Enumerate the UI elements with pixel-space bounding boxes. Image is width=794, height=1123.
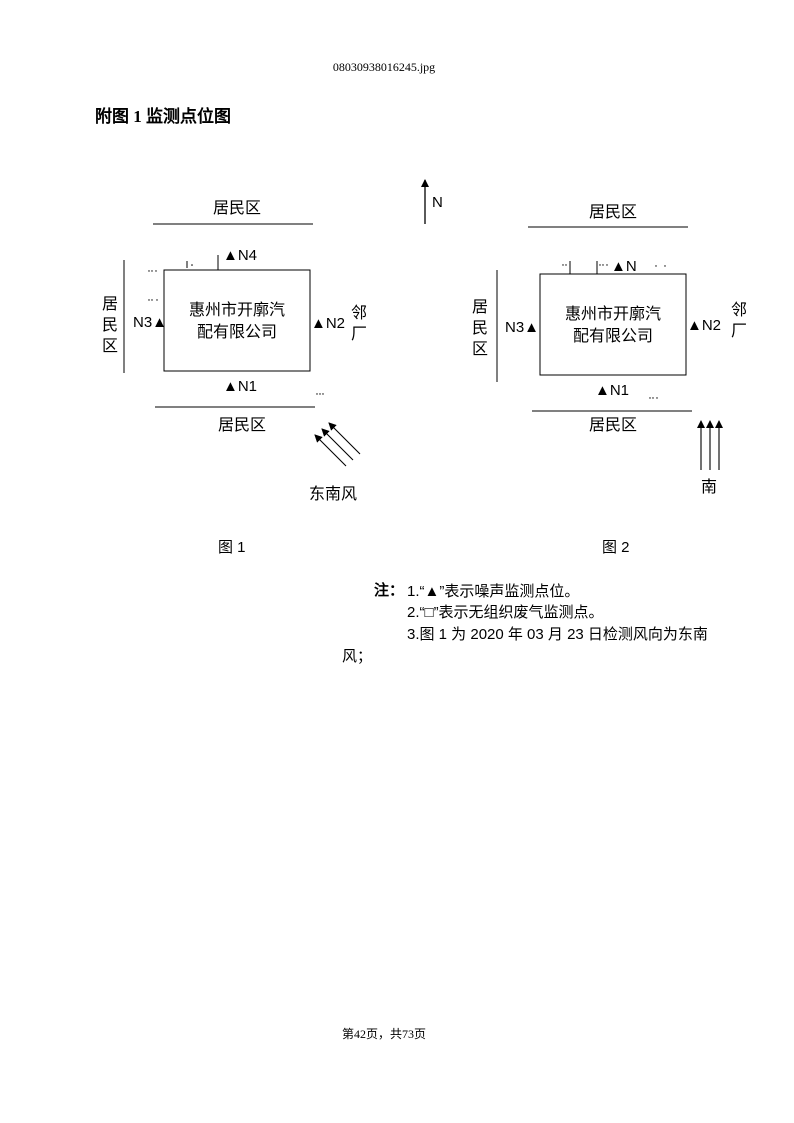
- fig1-company-name-line2: 配有限公司: [196, 324, 277, 341]
- fig2-caption: 图 2: [602, 539, 630, 556]
- fig2-point-n2: ▲N2: [687, 317, 722, 334]
- note-item-continuation: 风；: [342, 648, 373, 665]
- wind-direction-arrow-icon: [328, 422, 361, 455]
- fig1-company-name-line1: 惠州市开廓汽: [188, 302, 285, 319]
- fig1-gas-point-marker: [191, 264, 193, 266]
- fig1-point-n2: ▲N2: [311, 315, 346, 332]
- fig1-right-area-label: 邻厂: [351, 305, 368, 343]
- fig1-gas-point-marker: [148, 270, 157, 272]
- fig2-gas-point-marker: [562, 264, 567, 266]
- fig1-point-n3: N3▲: [133, 314, 168, 331]
- fig1-wind-label: 东南风: [309, 486, 358, 503]
- page-number: 第42页，共73页: [341, 1027, 426, 1041]
- fig2-company-name-line1: 惠州市开廓汽: [564, 306, 661, 323]
- fig1-point-n4: ▲N4: [223, 247, 258, 264]
- fig1-left-area-label: 居民区: [102, 296, 119, 355]
- fig1-caption: 图 1: [218, 539, 246, 556]
- wind-direction-arrow-icon: [321, 428, 354, 461]
- note-item: 2.“□”表示无组织废气监测点。: [407, 604, 604, 621]
- fig2-bottom-area-label: 居民区: [589, 417, 638, 434]
- fig1-gas-point-marker: [316, 393, 324, 395]
- fig1-point-n1: ▲N1: [223, 378, 258, 395]
- fig1-factory-box: [163, 269, 311, 372]
- fig1-gas-point-marker: [148, 299, 158, 301]
- fig2-point-n4: ▲N: [611, 258, 637, 275]
- fig2-left-area-label: 居民区: [472, 299, 489, 358]
- note-item: 3.图 1 为 2020 年 03 月 23 日检测风向为东南: [407, 626, 708, 643]
- notes-label: 注：: [374, 583, 405, 599]
- fig1-bottom-area-label: 居民区: [218, 417, 267, 434]
- fig2-factory-box: [539, 273, 687, 376]
- fig2-gas-point-marker: [649, 397, 658, 399]
- image-filename: 08030938016245.jpg: [332, 60, 436, 74]
- fig2-gas-point-marker: [655, 265, 666, 267]
- fig2-gas-point-marker: [599, 264, 608, 266]
- fig2-top-area-label: 居民区: [589, 204, 638, 221]
- fig2-wind-label: 南: [701, 479, 718, 496]
- wind-direction-arrow-icon: [314, 434, 347, 467]
- fig2-point-n3: N3▲: [505, 319, 540, 336]
- fig2-company-name-line2: 配有限公司: [572, 328, 653, 345]
- fig1-top-area-label: 居民区: [213, 200, 262, 217]
- north-label: N: [432, 194, 443, 211]
- note-item: 1.“▲”表示噪声监测点位。: [407, 583, 580, 600]
- page-title: 附图 1 监测点位图: [95, 107, 231, 126]
- fig2-point-n1: ▲N1: [595, 382, 630, 399]
- fig2-right-area-label: 邻厂: [731, 302, 748, 340]
